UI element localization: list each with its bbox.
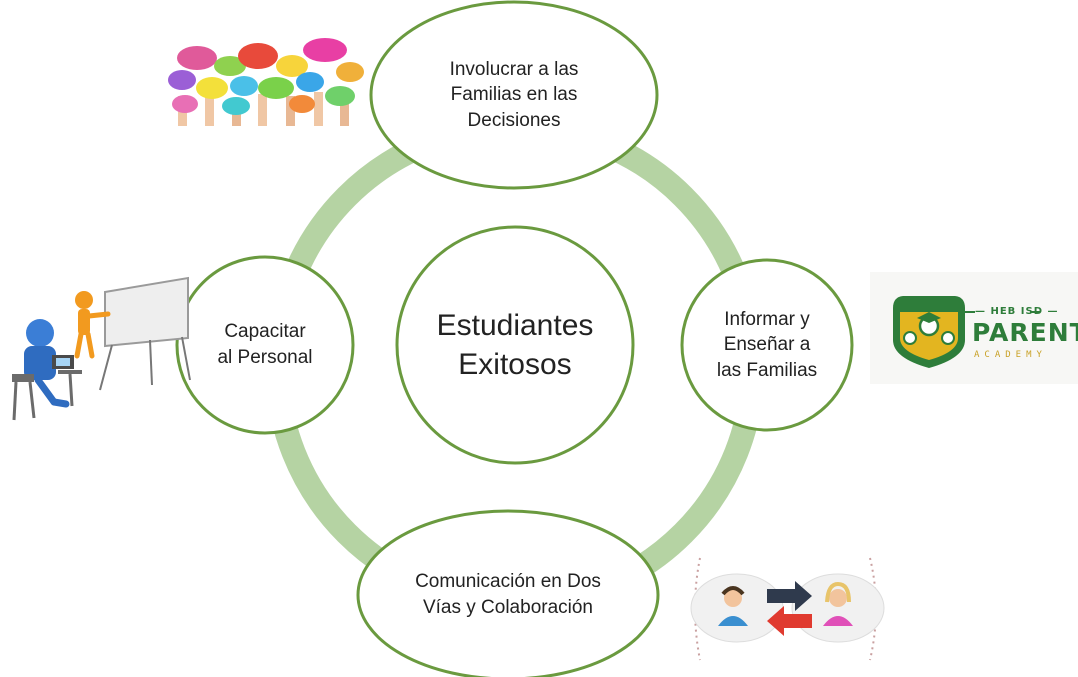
logo-line-academy: ACADEMY (974, 350, 1047, 360)
node-bottom-label: Comunicación en Dos Vías y Colaboración (415, 571, 601, 618)
logo-heb-isd-text: HEB ISD (990, 306, 1044, 317)
node-top-ellipse (369, 0, 659, 190)
node-top-label: Involucrar a las Familias en las Decisio… (449, 58, 579, 131)
node-left-circle (175, 255, 355, 435)
speech-bubbles-hands-icon (165, 38, 365, 128)
node-left-label: Capacitar al Personal (217, 321, 313, 368)
presenter-whiteboard-icon (12, 276, 191, 421)
center-label: Estudiantes Exitosos (436, 309, 594, 381)
two-way-communication-icon (690, 557, 885, 661)
node-right-circle (680, 258, 854, 432)
node-right-label: Informar y Enseñar a las Familias (716, 308, 818, 381)
logo-line-heb-isd: — HEB ISD — (975, 306, 1059, 317)
parent-academy-shield-icon (870, 272, 1078, 384)
logo-line-parent: PARENT (972, 318, 1078, 347)
node-bottom-ellipse (356, 509, 660, 677)
center-circle (395, 225, 635, 465)
